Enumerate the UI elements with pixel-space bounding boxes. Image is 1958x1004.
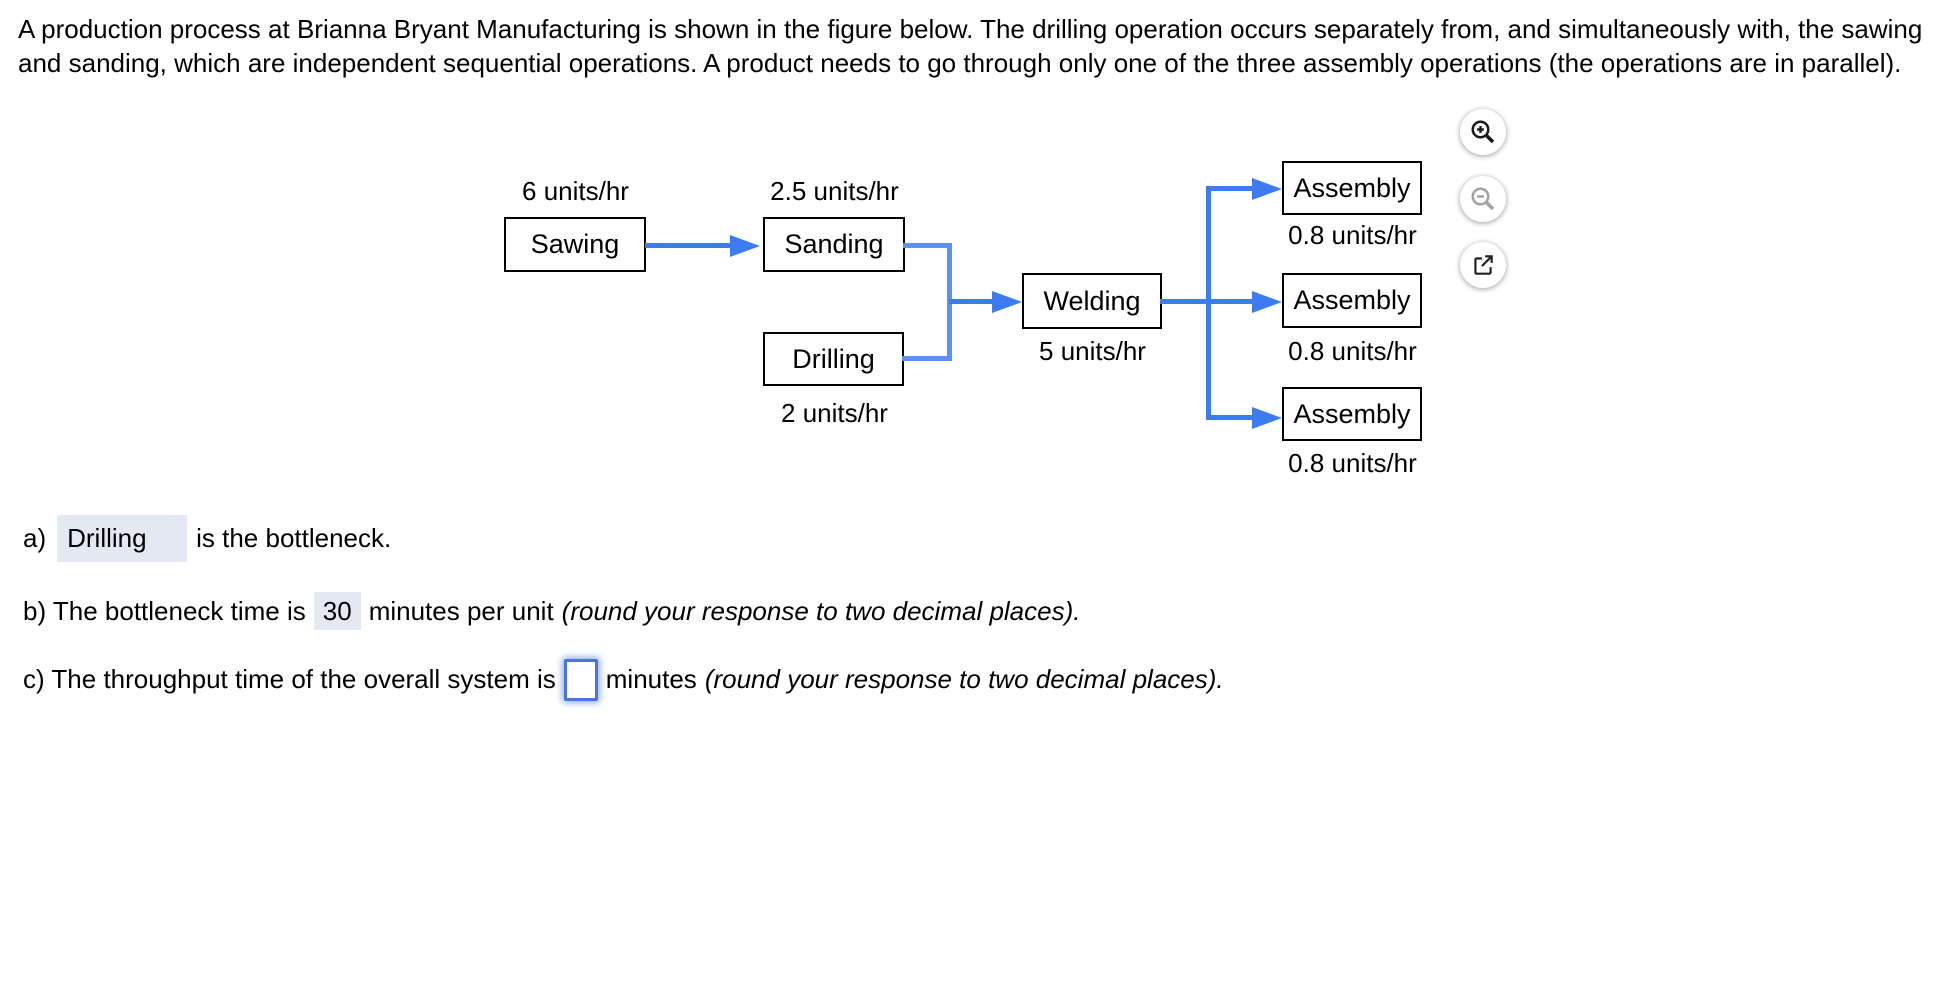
process-box-label: Assembly: [1293, 172, 1411, 203]
question-c-row: c) The throughput time of the overall sy…: [23, 658, 1224, 701]
zoom-out-button[interactable]: [1460, 176, 1506, 222]
question-c-mid: minutes: [605, 664, 697, 694]
intro-line-1: A production process at Brianna Bryant M…: [18, 14, 1923, 44]
arrowhead-assembly-2: [1252, 291, 1282, 313]
question-c-label: c) The throughput time of the overall sy…: [23, 664, 556, 694]
process-box-label: Sawing: [530, 229, 620, 259]
flow-line-merge-welding: [949, 299, 994, 304]
open-in-new-button[interactable]: [1460, 242, 1506, 288]
question-b-label: b) The bottleneck time is: [23, 595, 306, 626]
answer-c-input[interactable]: [563, 658, 598, 701]
process-box-label: Drilling: [792, 343, 875, 374]
intro-paragraph: A production process at Brianna Bryant M…: [18, 12, 1922, 80]
process-box-welding: Welding: [1022, 273, 1162, 329]
question-b-note: (round your response to two decimal plac…: [561, 595, 1081, 626]
zoom-in-button[interactable]: [1460, 109, 1506, 155]
process-box-sawing: Sawing: [504, 217, 646, 272]
arrowhead-assembly-1: [1252, 178, 1282, 200]
question-c-note: (round your response to two decimal plac…: [704, 664, 1224, 694]
intro-line-2: and sanding, which are independent seque…: [18, 48, 1902, 78]
flow-line-sanding-out: [903, 243, 952, 248]
rate-label-sanding: 2.5 units/hr: [770, 176, 899, 206]
arrowhead-welding: [992, 291, 1022, 313]
rate-label-assembly-1: 0.8 units/hr: [1288, 220, 1417, 250]
process-box-label: Sanding: [784, 229, 884, 259]
flow-line-branch-top: [1206, 186, 1252, 191]
zoom-out-icon: [1471, 187, 1495, 211]
flow-line-branch-vertical: [1206, 186, 1211, 420]
flow-line-drilling-out: [902, 356, 952, 361]
open-in-new-icon: [1474, 255, 1493, 275]
flow-line-sawing-sanding: [645, 243, 733, 248]
question-a-suffix: is the bottleneck.: [196, 523, 392, 553]
rate-label-sawing: 6 units/hr: [522, 176, 629, 206]
process-box-drilling: Drilling: [763, 332, 904, 386]
process-box-label: Assembly: [1293, 398, 1411, 429]
process-box-assembly-3: Assembly: [1282, 387, 1422, 441]
arrowhead-assembly-3: [1252, 407, 1282, 429]
answer-a-value: Drilling: [67, 523, 147, 553]
process-box-sanding: Sanding: [763, 217, 905, 272]
question-b-mid: minutes per unit: [368, 595, 554, 626]
rate-label-welding: 5 units/hr: [1039, 336, 1146, 366]
rate-label-assembly-3: 0.8 units/hr: [1288, 448, 1417, 478]
question-a-row: a) Drilling is the bottleneck.: [23, 515, 391, 562]
flow-line-branch-bottom: [1206, 415, 1252, 420]
question-a-label: a): [23, 523, 47, 553]
process-box-assembly-2: Assembly: [1282, 273, 1422, 328]
process-box-assembly-1: Assembly: [1282, 161, 1422, 215]
answer-a-select[interactable]: Drilling: [57, 515, 188, 562]
rate-label-assembly-2: 0.8 units/hr: [1288, 336, 1417, 366]
rate-label-drilling: 2 units/hr: [781, 398, 888, 428]
process-box-label: Welding: [1043, 285, 1141, 316]
process-box-label: Assembly: [1293, 285, 1411, 315]
answer-b-value[interactable]: 30: [313, 592, 361, 630]
arrowhead-sanding: [730, 235, 760, 257]
question-b-row: b) The bottleneck time is 30 minutes per…: [23, 592, 1080, 630]
zoom-in-icon: [1471, 120, 1495, 144]
